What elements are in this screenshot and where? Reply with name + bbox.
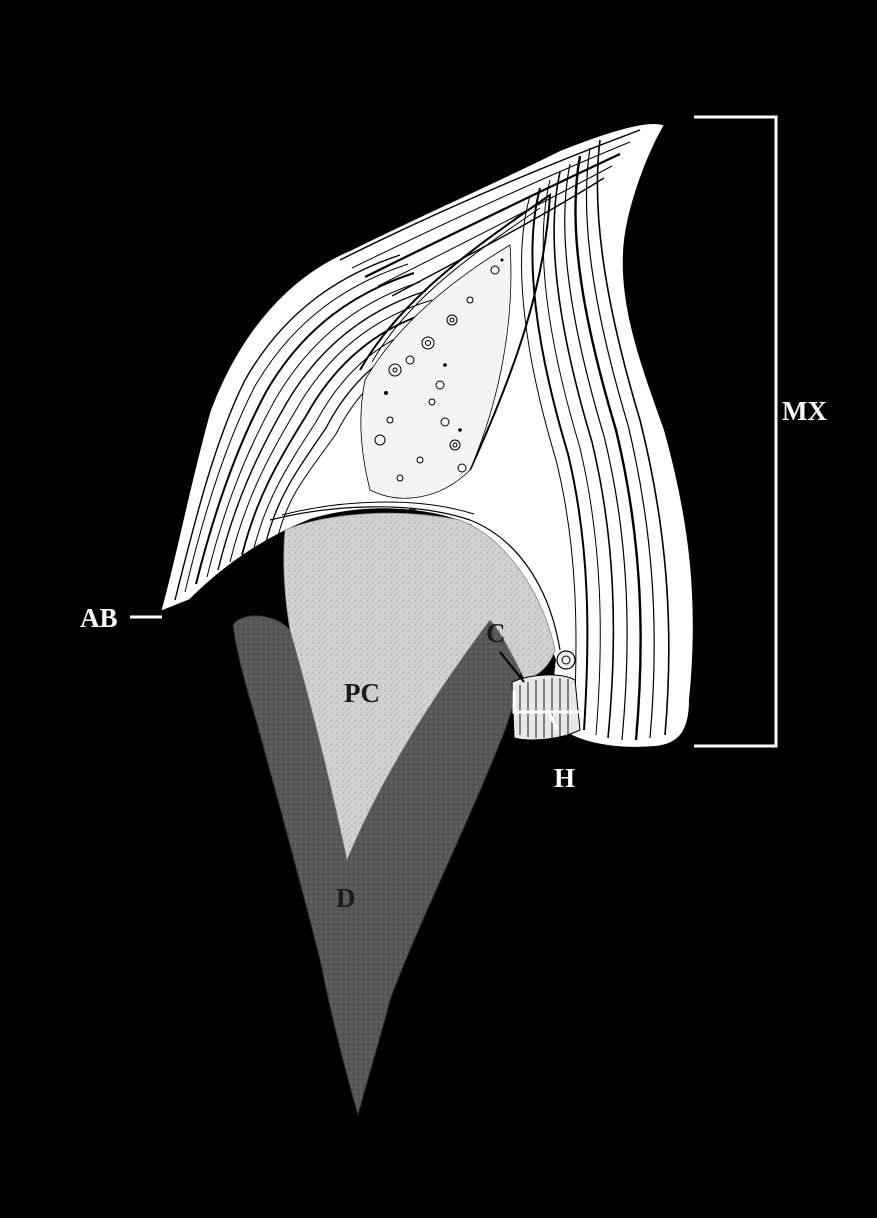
- label-ab: AB: [80, 603, 118, 633]
- mx-bracket: [694, 117, 776, 746]
- label-mx: MX: [782, 396, 827, 426]
- label-pc: PC: [344, 678, 380, 708]
- label-h: H: [554, 763, 575, 793]
- label-d: D: [336, 883, 356, 913]
- label-c: C: [486, 618, 506, 648]
